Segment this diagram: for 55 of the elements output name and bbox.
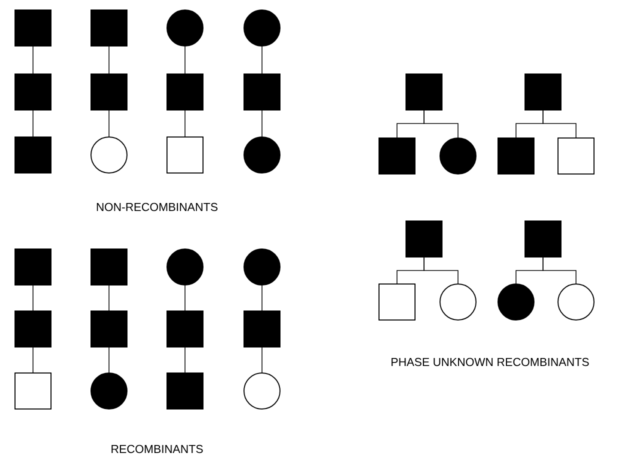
pedigree-square: [14, 248, 52, 286]
pedigree-square: [378, 284, 416, 320]
pedigree-square: [166, 136, 204, 174]
pedigree-line: [32, 347, 34, 373]
pedigree-line: [542, 257, 576, 284]
pedigree-square: [14, 10, 52, 46]
pedigree-line: [542, 110, 576, 138]
pedigree-line: [424, 110, 458, 138]
pedigree-line: [108, 46, 110, 74]
pedigree-circle: [244, 136, 280, 174]
pedigree-line: [184, 110, 186, 137]
pedigree-square: [524, 220, 562, 258]
pedigree-square: [90, 10, 128, 46]
pedigree-square: [90, 248, 128, 286]
pedigree-square: [14, 310, 52, 348]
pedigree-line: [108, 110, 110, 137]
pedigree-line: [32, 46, 34, 74]
pedigree-circle: [166, 10, 204, 46]
pedigree-square: [90, 74, 128, 110]
pedigree-circle: [558, 284, 594, 320]
pedigree-square: [498, 138, 534, 174]
group-caption: NON-RECOMBINANTS: [96, 202, 218, 212]
pedigree-square: [90, 310, 128, 348]
pedigree-line: [108, 285, 110, 311]
pedigree-square: [406, 74, 442, 110]
pedigree-line: [108, 347, 110, 373]
pedigree-line: [424, 257, 458, 284]
pedigree-line: [184, 46, 186, 74]
pedigree-square: [244, 74, 280, 110]
pedigree-square: [14, 372, 52, 410]
group-caption: PHASE UNKNOWN RECOMBINANTS: [392, 358, 589, 366]
pedigree-square: [166, 310, 204, 348]
pedigree-circle: [244, 10, 280, 46]
pedigree-circle: [440, 284, 476, 320]
pedigree-square: [14, 74, 52, 110]
pedigree-circle: [498, 284, 534, 320]
pedigree-circle: [244, 248, 280, 286]
pedigree-circle: [90, 136, 128, 174]
pedigree-line: [32, 285, 34, 311]
pedigree-square: [244, 310, 280, 348]
pedigree-square: [166, 74, 204, 110]
pedigree-line: [184, 285, 186, 311]
pedigree-square: [524, 74, 562, 110]
pedigree-circle: [440, 138, 476, 174]
pedigree-square: [378, 138, 416, 174]
pedigree-line: [32, 110, 34, 137]
group-caption: RECOMBINANTS: [112, 444, 203, 454]
pedigree-circle: [90, 372, 128, 410]
pedigree-square: [166, 372, 204, 410]
pedigree-circle: [244, 372, 280, 410]
pedigree-line: [184, 347, 186, 373]
pedigree-square: [406, 220, 442, 258]
pedigree-square: [558, 138, 594, 174]
pedigree-circle: [166, 248, 204, 286]
pedigree-square: [14, 136, 52, 174]
